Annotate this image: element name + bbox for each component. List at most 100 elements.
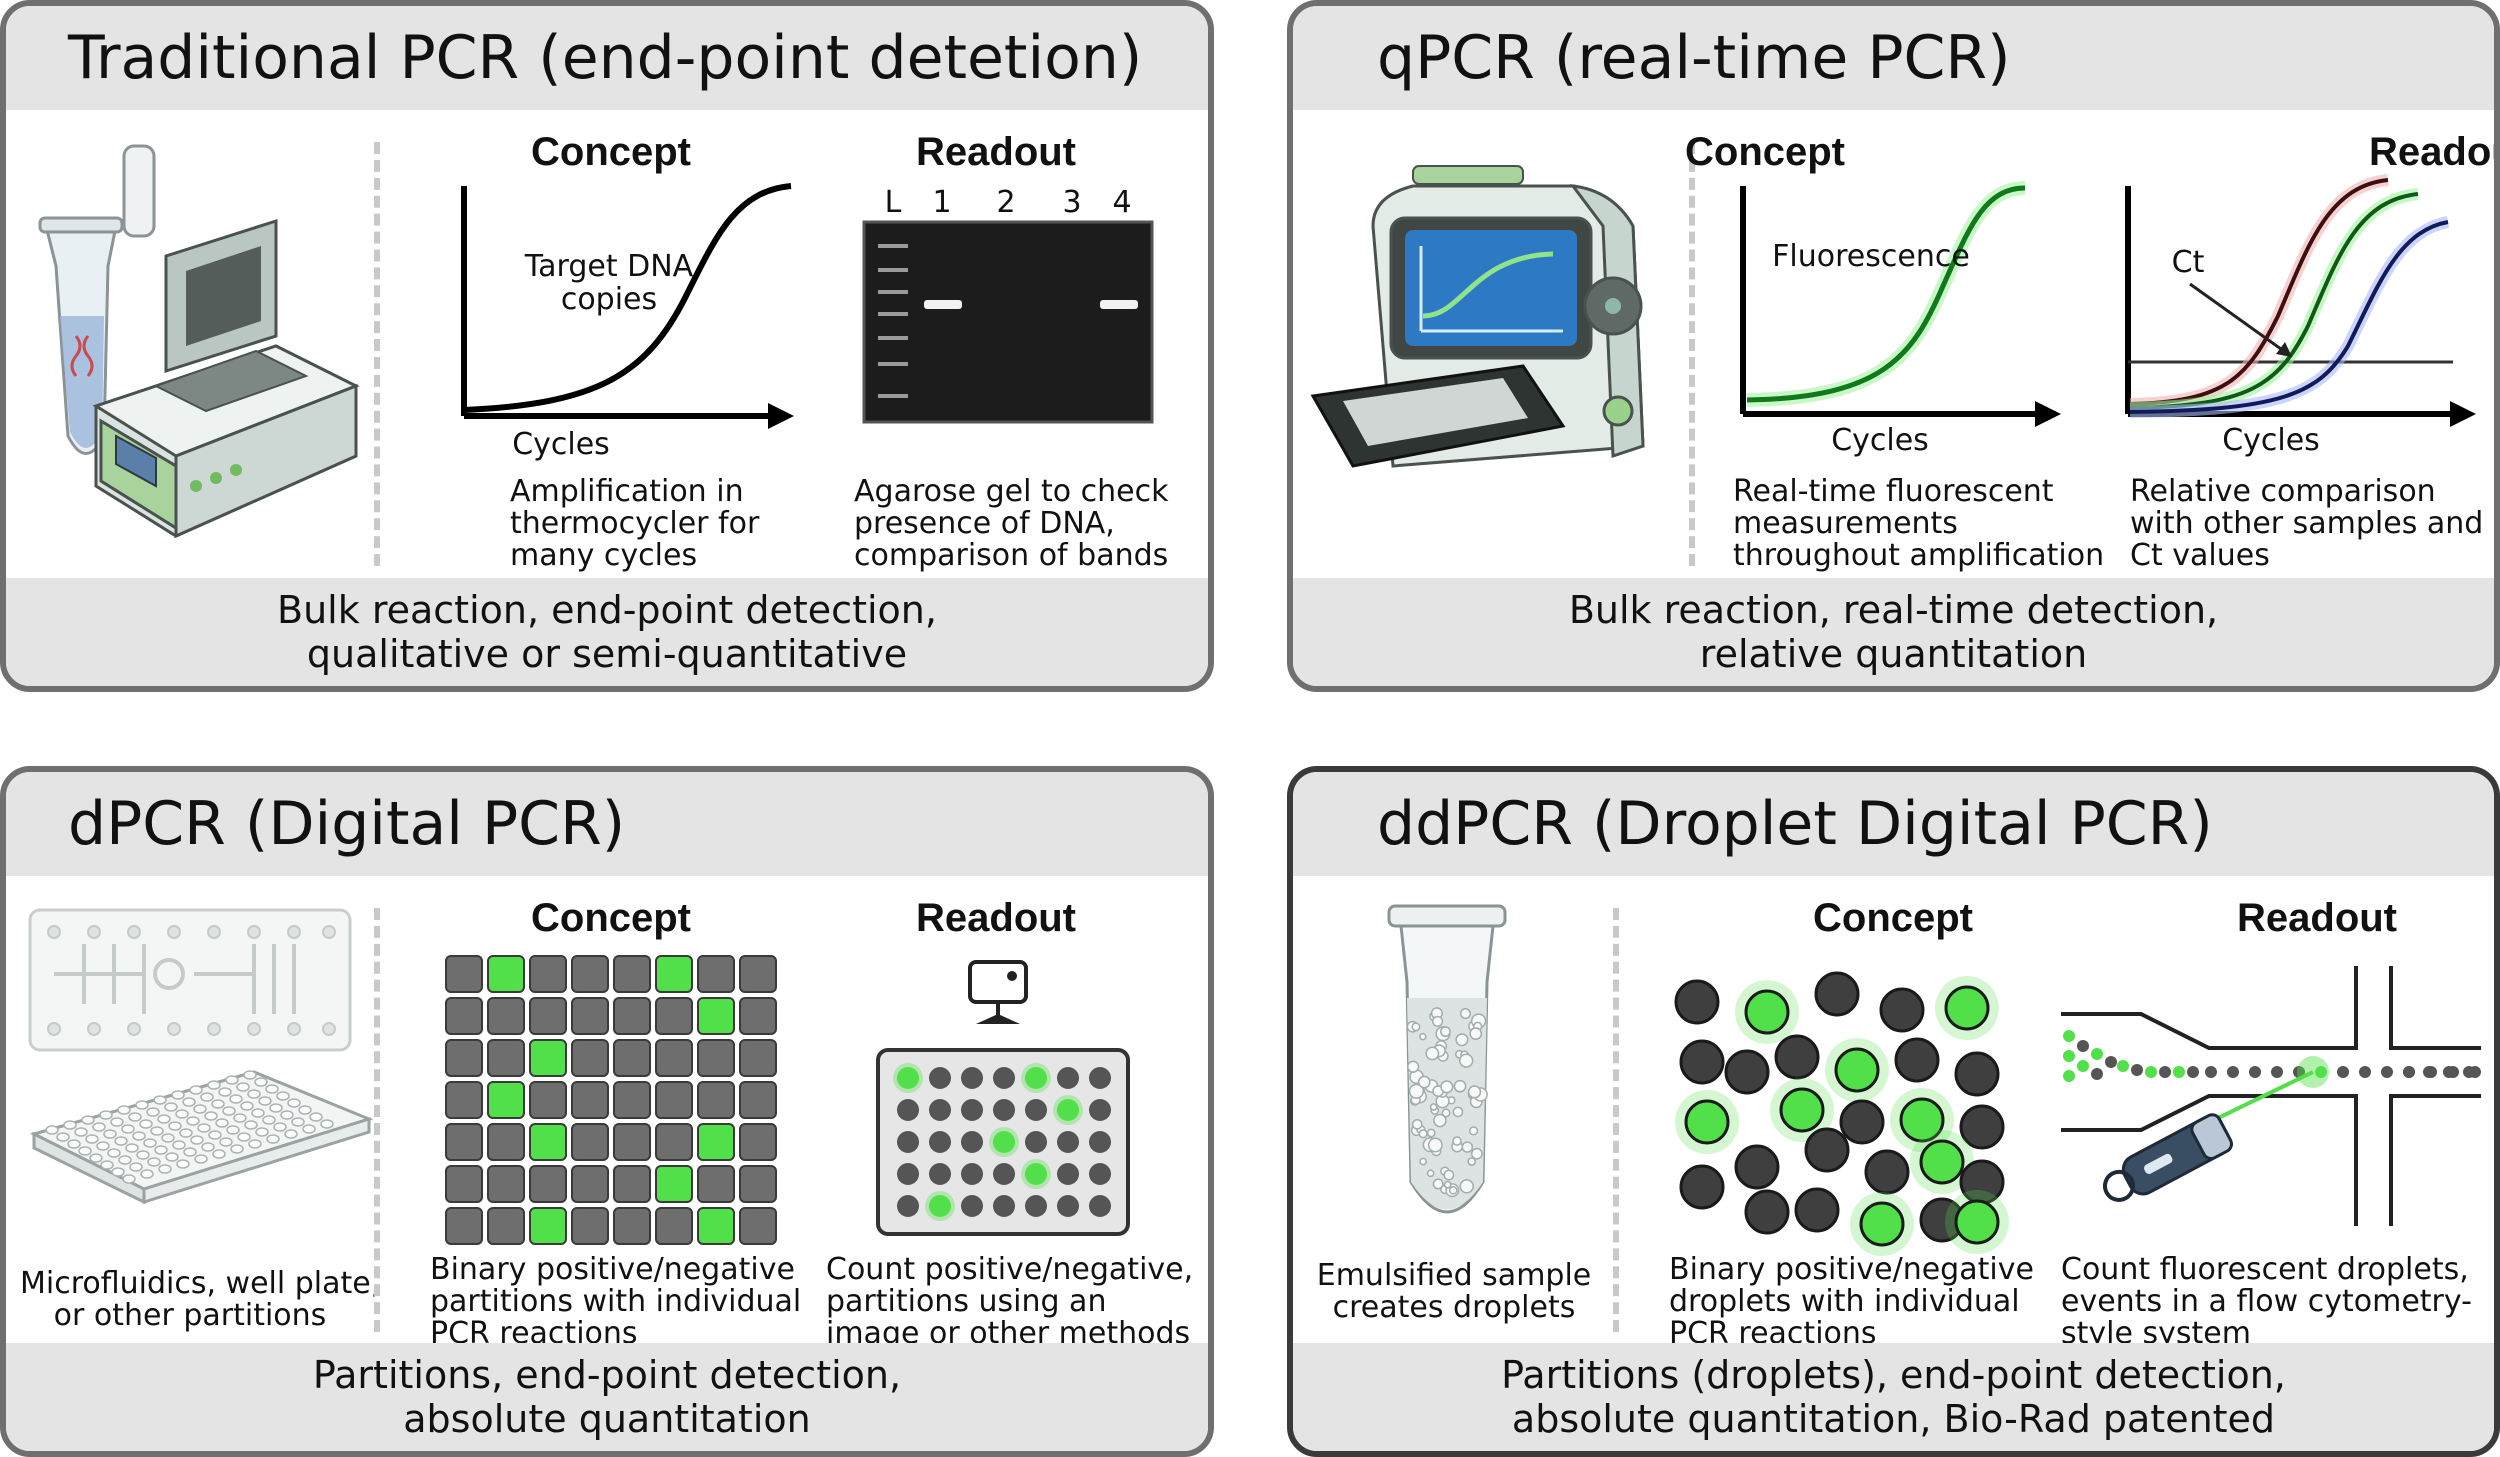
amplification-curve-chart: Target DNA copies Cycles xyxy=(461,183,794,462)
negative-droplet xyxy=(1679,1164,1725,1210)
negative-partition xyxy=(445,1123,483,1161)
negative-partition xyxy=(487,1039,525,1077)
negative-partition xyxy=(487,1123,525,1161)
ct-label: Ct xyxy=(2172,245,2205,280)
negative-droplet xyxy=(1954,1051,2000,1097)
concept-heading: Concept xyxy=(531,130,691,174)
microtube-icon xyxy=(38,144,156,455)
positive-droplet xyxy=(2145,1066,2157,1078)
panel-header: Traditional PCR (end-point detetion) xyxy=(6,6,1208,110)
negative-droplet xyxy=(2403,1066,2415,1078)
positive-droplet xyxy=(2063,1070,2075,1082)
positive-partition xyxy=(697,1123,735,1161)
footer-line-1: Bulk reaction, real-time detection, xyxy=(1568,588,2219,632)
positive-droplet xyxy=(1779,1087,1825,1133)
panel-footer: Bulk reaction, end-point detection, qual… xyxy=(6,578,1208,686)
negative-well xyxy=(1025,1131,1047,1153)
negative-well xyxy=(961,1067,983,1089)
gel-band-lane-1 xyxy=(924,300,962,309)
negative-partition xyxy=(697,1081,735,1119)
concept-caption: Amplification in thermocycler for many c… xyxy=(510,474,760,573)
positive-droplet xyxy=(2063,1050,2075,1062)
negative-partition xyxy=(655,1207,693,1245)
positive-droplet xyxy=(1919,1139,1965,1185)
negative-droplet xyxy=(1894,1037,1940,1083)
negative-partition xyxy=(445,1207,483,1245)
negative-well xyxy=(1089,1195,1111,1217)
negative-well xyxy=(929,1067,951,1089)
panel-title: ddPCR (Droplet Digital PCR) xyxy=(1377,789,2213,859)
negative-partition xyxy=(529,1165,567,1203)
negative-droplet xyxy=(2131,1064,2143,1076)
emulsion-tube-illustration xyxy=(1387,904,1507,1214)
panel-title: dPCR (Digital PCR) xyxy=(68,789,626,859)
negative-partition xyxy=(613,1123,651,1161)
readout-heading: Readout xyxy=(2237,896,2397,940)
negative-partition xyxy=(655,1081,693,1119)
negative-droplet xyxy=(2423,1066,2435,1078)
camera-icon xyxy=(968,960,1028,1024)
negative-well xyxy=(929,1131,951,1153)
section-divider xyxy=(1613,908,1619,1332)
well-plate-icon xyxy=(29,1070,374,1205)
droplet-flow-reader xyxy=(2061,966,2481,1226)
negative-partition xyxy=(613,1081,651,1119)
negative-partition xyxy=(571,997,609,1035)
positive-droplet xyxy=(2173,1066,2185,1078)
readout-caption: Count fluorescent droplets, events in a … xyxy=(2061,1252,2472,1351)
panel-footer: Partitions (droplets), end-point detecti… xyxy=(1293,1343,2494,1451)
panel-title: qPCR (real-time PCR) xyxy=(1377,23,2011,93)
ct-comparison-chart: Ct Cycles xyxy=(2125,174,2476,458)
negative-droplet xyxy=(1839,1099,1885,1145)
negative-well xyxy=(961,1099,983,1121)
concept-caption: Real-time fluorescent measurements throu… xyxy=(1733,474,2105,573)
negative-droplet xyxy=(1959,1104,2005,1150)
negative-partition xyxy=(529,1081,567,1119)
concept-caption: Binary positive/negative partitions with… xyxy=(430,1252,802,1351)
footer-line-2: qualitative or semi-quantitative xyxy=(306,632,908,676)
negative-well xyxy=(993,1163,1015,1185)
readout-caption: Count positive/negative, partitions usin… xyxy=(826,1252,1194,1351)
negative-partition xyxy=(739,1123,777,1161)
flow-channel xyxy=(2061,966,2481,1226)
negative-droplet xyxy=(2293,1066,2305,1078)
negative-well xyxy=(1057,1195,1079,1217)
positive-well xyxy=(993,1131,1015,1153)
negative-partition xyxy=(655,997,693,1035)
positive-droplet xyxy=(2117,1060,2129,1072)
positive-partition xyxy=(529,1207,567,1245)
negative-well xyxy=(961,1163,983,1185)
partition-devices-illustration xyxy=(28,908,374,1205)
curve-label-line-2: copies xyxy=(561,282,657,317)
positive-droplet xyxy=(2063,1030,2075,1042)
x-axis-arrow-icon xyxy=(2450,401,2476,427)
positive-partition xyxy=(655,1165,693,1203)
curve-label-line-1: Target DNA xyxy=(524,249,694,284)
agarose-gel: L 1 2 3 4 xyxy=(862,185,1154,424)
negative-partition xyxy=(739,997,777,1035)
negative-droplet xyxy=(2227,1066,2239,1078)
negative-partition xyxy=(571,955,609,993)
negative-well xyxy=(1025,1099,1047,1121)
gel-lane-label-2: 2 xyxy=(996,185,1015,220)
negative-well xyxy=(929,1163,951,1185)
section-divider xyxy=(374,142,380,566)
negative-droplet xyxy=(1724,1049,1770,1095)
x-axis-arrow-icon xyxy=(2035,401,2061,427)
positive-droplet xyxy=(1744,989,1790,1035)
thermocycler-illustration xyxy=(38,144,360,539)
x-axis-label: Cycles xyxy=(2222,423,2320,458)
negative-droplet xyxy=(1879,987,1925,1033)
section-divider xyxy=(374,908,380,1332)
negative-droplet xyxy=(1794,1187,1840,1233)
concept-caption: Binary positive/negative droplets with i… xyxy=(1669,1252,2034,1351)
negative-droplet xyxy=(1674,979,1720,1025)
negative-partition xyxy=(487,997,525,1035)
readout-heading: Readout xyxy=(2369,130,2494,174)
negative-partition xyxy=(739,1039,777,1077)
negative-droplet xyxy=(1804,1127,1850,1173)
negative-droplet xyxy=(2381,1066,2393,1078)
negative-partition xyxy=(739,955,777,993)
concept-heading: Concept xyxy=(531,896,691,940)
fluorescence-curve xyxy=(1746,185,2026,403)
